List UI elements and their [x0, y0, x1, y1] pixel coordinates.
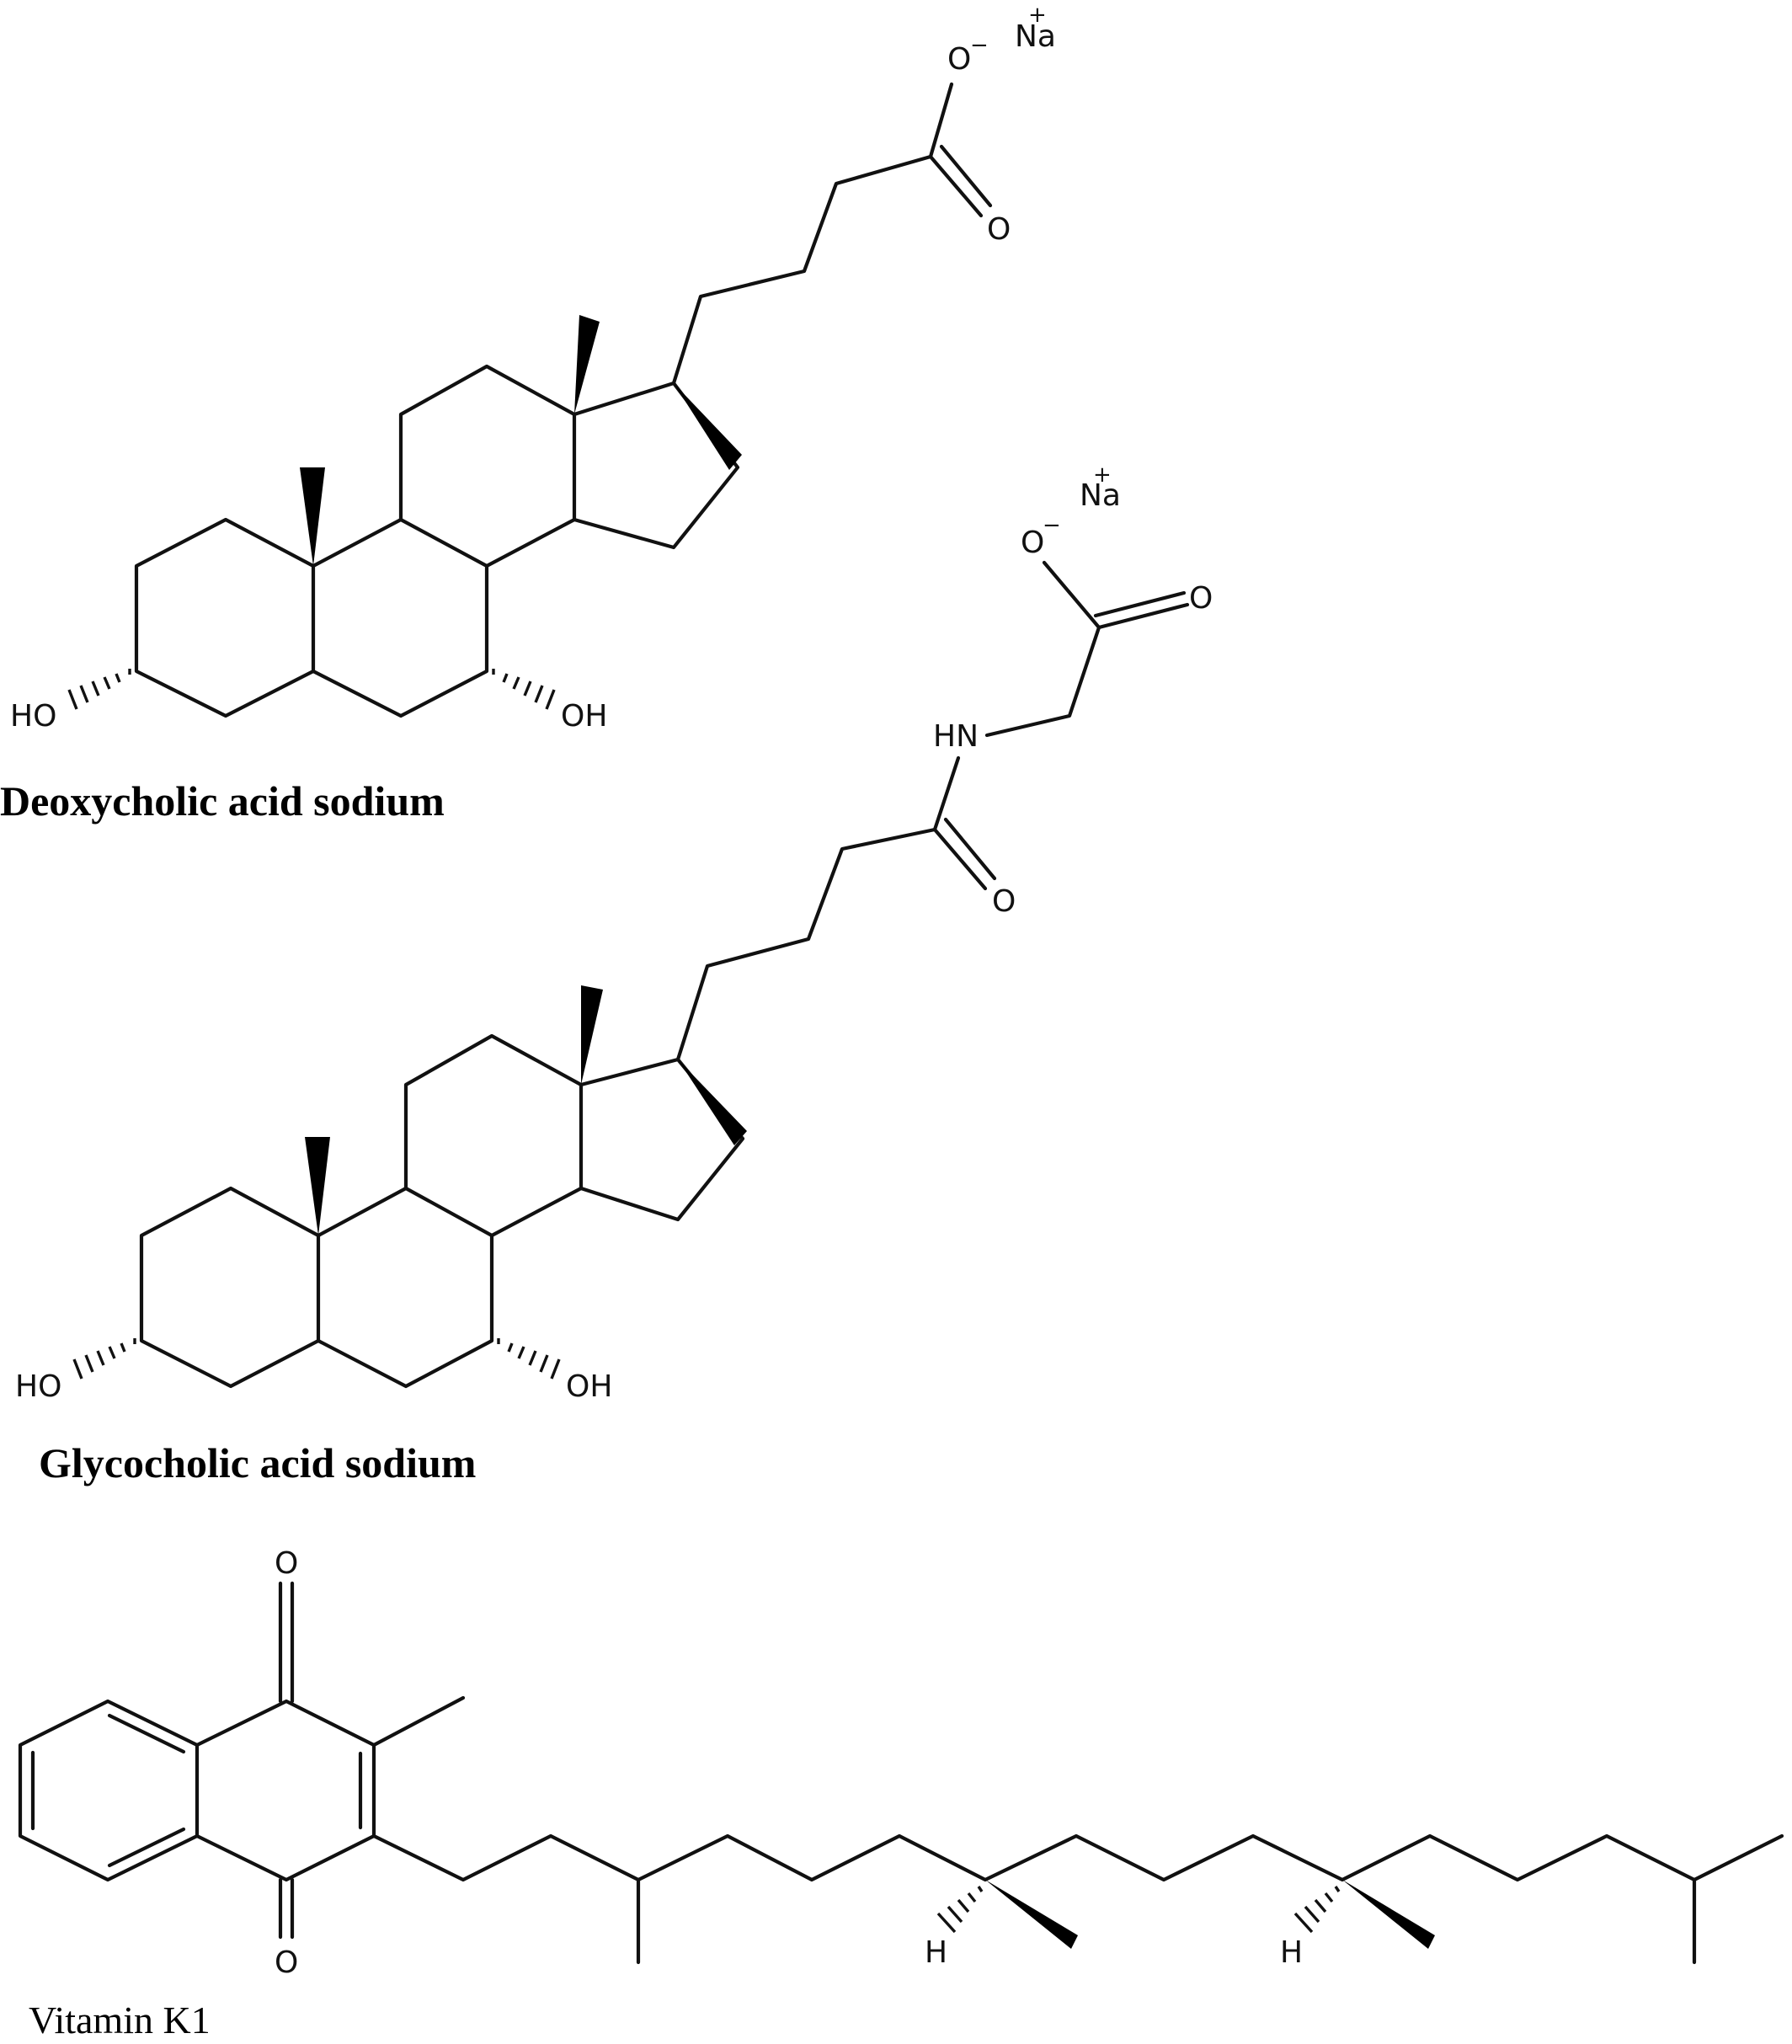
- ring-a: [134, 517, 316, 718]
- glycocholic-oh-label: OH: [566, 1369, 612, 1404]
- glycocholic-caption: Glycocholic acid sodium: [39, 1439, 476, 1486]
- vitamin-k1-structure: O O H H Vitamin K1: [18, 1546, 1784, 2041]
- glycocholic-na-charge: +: [1093, 462, 1112, 488]
- glycocholic-ho-label: HO: [15, 1369, 61, 1404]
- amide-double-bond: [932, 817, 997, 891]
- glycocholic-amide-o-label: O: [992, 884, 1016, 919]
- glycocholic-o-minus-label: O: [1021, 526, 1044, 560]
- ring-b: [311, 517, 489, 718]
- hash-bond-3-oh: [67, 669, 131, 710]
- hash-bond-7-oh: [492, 669, 556, 710]
- stereo-hash-left: [936, 1886, 984, 1934]
- ring-c: [398, 364, 577, 568]
- carbonyl-bottom: [278, 1877, 295, 1940]
- ring-d: [579, 1057, 745, 1222]
- deoxycholic-carbonyl-o-label: O: [987, 212, 1011, 247]
- stereo-wedge-left: [985, 1880, 1078, 1949]
- glycine-nc-bond: [984, 625, 1101, 738]
- deoxycholic-na-charge: +: [1028, 3, 1047, 28]
- vitamin-k1-h-right-label: H: [1280, 1935, 1303, 1970]
- carbonyl-top: [278, 1581, 295, 1704]
- methyl-wedge-c10: [300, 467, 325, 566]
- acid-single-bond: [1042, 560, 1101, 630]
- methyl-wedge-c13: [581, 985, 603, 1085]
- glycocholic-o-minus-charge: −: [1043, 513, 1061, 538]
- ring-a: [139, 1186, 321, 1389]
- hash-bond-7-oh: [497, 1338, 561, 1380]
- quinone-methyl: [371, 1695, 466, 1748]
- methyl-wedge-c13: [574, 315, 600, 414]
- stereo-wedge-right: [1342, 1880, 1435, 1949]
- ring-d: [572, 381, 740, 550]
- deoxycholic-na-label: Na: [1015, 19, 1056, 54]
- phytyl-chain: [371, 1833, 1784, 1882]
- acid-double-bond: [1093, 590, 1190, 630]
- amide-cn-bond: [932, 755, 961, 832]
- vitamin-k1-h-left-label: H: [925, 1935, 947, 1970]
- ring-c: [403, 1033, 584, 1238]
- glycocholic-hn-label: HN: [933, 719, 979, 754]
- deoxycholic-o-minus-label: O: [947, 42, 971, 77]
- stereo-hash-right: [1293, 1886, 1341, 1934]
- ring-b: [316, 1186, 494, 1389]
- hash-bond-3-oh: [72, 1338, 136, 1380]
- glycocholic-acid-o-label: O: [1189, 581, 1213, 616]
- side-chain-wedge: [678, 1059, 747, 1145]
- vitamin-k1-o-top-label: O: [275, 1546, 298, 1581]
- deoxycholic-o-minus-charge: −: [970, 33, 989, 58]
- vitamin-k1-caption: Vitamin K1: [29, 1999, 211, 2041]
- deoxycholic-acid-structure: O − Na + O HO OH Deoxycholic acid sodium: [0, 3, 1056, 825]
- side-chain: [671, 154, 933, 386]
- deoxycholic-ho-label: HO: [10, 699, 56, 734]
- methyl-wedge-c10: [305, 1137, 330, 1235]
- side-chain: [675, 827, 937, 1062]
- benzene-inner-bonds: [30, 1713, 186, 1868]
- vitamin-k1-o-bottom-label: O: [275, 1945, 298, 1980]
- side-chain-wedge: [674, 383, 742, 470]
- benzene-ring: [18, 1699, 200, 1882]
- deoxycholic-caption: Deoxycholic acid sodium: [0, 777, 445, 825]
- deoxycholic-oh-label: OH: [561, 699, 607, 734]
- carboxylate-single-bond: [928, 82, 954, 159]
- carboxylate-double-bond: [928, 144, 993, 218]
- quinone-ring: [195, 1699, 376, 1882]
- glycocholic-na-label: Na: [1080, 478, 1121, 513]
- glycocholic-acid-structure: O − Na + O HN O HO OH Glycocholic acid s…: [15, 462, 1213, 1486]
